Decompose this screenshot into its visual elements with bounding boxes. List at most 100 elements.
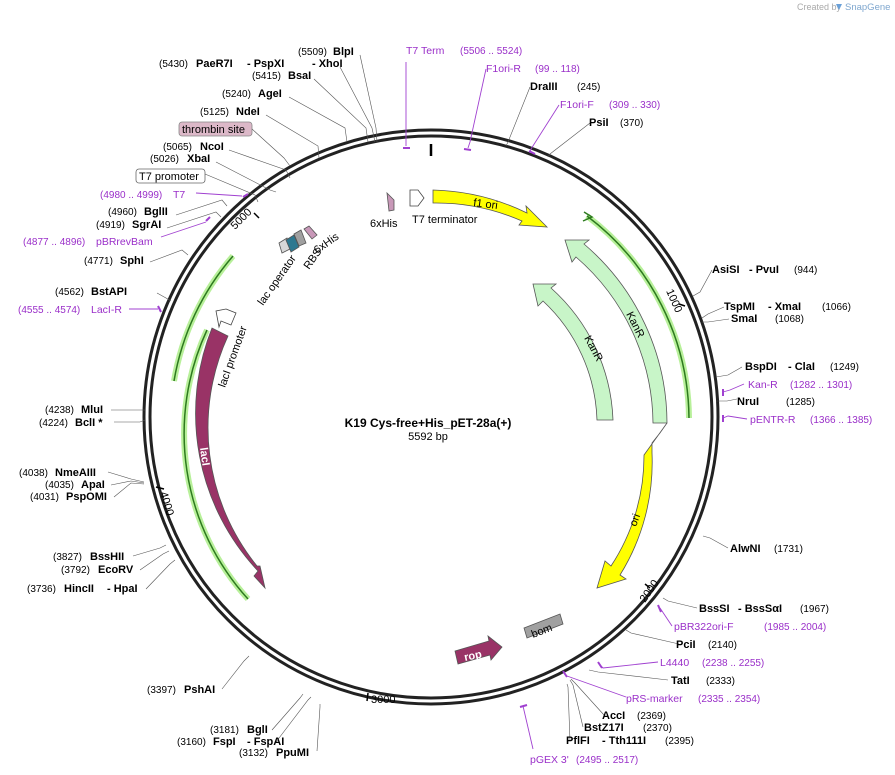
- bsai-pos: (5415): [252, 71, 281, 82]
- ndei-label[interactable]: NdeI: [236, 106, 260, 118]
- hincii-label[interactable]: HincII: [64, 583, 94, 595]
- ecorv-label[interactable]: EcoRV: [98, 564, 134, 576]
- blpi-label[interactable]: BlpI: [333, 46, 354, 58]
- bglii-label[interactable]: BglII: [144, 206, 168, 218]
- laci-feature[interactable]: [195, 327, 266, 590]
- f1ori-f-label[interactable]: F1ori-F: [560, 99, 594, 111]
- thrombin-label[interactable]: thrombin site: [182, 124, 245, 136]
- fspai-label[interactable]: - FspAI: [247, 736, 284, 748]
- laci-r-label[interactable]: LacI-R: [91, 304, 122, 316]
- bglii-pos: (4960): [108, 207, 137, 218]
- hincii-pos: (3736): [27, 584, 56, 595]
- pflfi-label[interactable]: PflFI: [566, 735, 590, 747]
- smai-pos: (1068): [775, 314, 804, 325]
- xbai-label[interactable]: XbaI: [187, 153, 210, 165]
- ori-feature[interactable]: [596, 422, 668, 589]
- plasmid-name: K19 Cys-free+His_pET-28a(+): [345, 416, 512, 430]
- bsssai-label[interactable]: - BssSαI: [738, 603, 782, 615]
- pcii-label[interactable]: PciI: [676, 639, 696, 651]
- agei-label[interactable]: AgeI: [258, 88, 282, 100]
- acci-label[interactable]: AccI: [602, 710, 625, 722]
- t7-promoter-label[interactable]: T7 promoter: [139, 171, 199, 183]
- backbone-outer: [142, 128, 720, 706]
- t7-pos: (4980 .. 4999): [100, 190, 162, 201]
- bcli-pos: (4224): [39, 418, 68, 429]
- his-tag-b[interactable]: [303, 225, 318, 240]
- ppumi-label[interactable]: PpuMI: [276, 747, 309, 759]
- bstapi-label[interactable]: BstAPI: [91, 286, 127, 298]
- his-tag-a[interactable]: [386, 191, 395, 212]
- bstapi-pos: (4562): [55, 287, 84, 298]
- t7term-pos: (5506 .. 5524): [460, 46, 522, 57]
- kan-r-pos: (1282 .. 1301): [790, 380, 852, 391]
- bsai-label[interactable]: BsaI: [288, 70, 311, 82]
- nmeaiii-label[interactable]: NmeAIII: [55, 467, 96, 479]
- tick-5000: [253, 212, 260, 219]
- xmai-label[interactable]: - XmaI: [768, 301, 801, 313]
- tati-label[interactable]: TatI: [671, 675, 690, 687]
- kanr-feature-1[interactable]: [564, 239, 668, 424]
- tth111i-label[interactable]: - Tth111I: [602, 735, 646, 747]
- f1ori-f-pos: (309 .. 330): [609, 100, 660, 111]
- pvui-label[interactable]: - PvuI: [749, 264, 779, 276]
- paer7i-pos: (5430): [159, 59, 188, 70]
- bspdi-label[interactable]: BspDI: [745, 361, 777, 373]
- bgli-label[interactable]: BglI: [247, 724, 268, 736]
- bom-feature[interactable]: [523, 613, 564, 639]
- xhoi-label[interactable]: - XhoI: [312, 58, 343, 70]
- pbr322-label[interactable]: pBR322ori-F: [674, 621, 734, 633]
- thrombin-leader: [251, 128, 291, 167]
- psii-pos: (370): [620, 118, 643, 129]
- smai-label[interactable]: SmaI: [731, 313, 757, 325]
- ndei-pos: (5125): [200, 107, 229, 118]
- fspi-label[interactable]: FspI: [213, 736, 236, 748]
- orf-left-inner: [181, 328, 251, 602]
- ncoi-label[interactable]: NcoI: [200, 141, 224, 153]
- clai-label[interactable]: - ClaI: [788, 361, 815, 373]
- bsshii-label[interactable]: BssHII: [90, 551, 124, 563]
- sgrai-label[interactable]: SgrAI: [132, 219, 161, 231]
- nrui-label[interactable]: NruI: [737, 396, 759, 408]
- bstz17i-label[interactable]: BstZ17I: [584, 722, 624, 734]
- lac-operator-mark[interactable]: [285, 234, 300, 253]
- pbrrev-label[interactable]: pBRrevBam: [96, 236, 153, 248]
- t7-terminator-arrow[interactable]: [409, 189, 425, 207]
- rop-feature[interactable]: [454, 635, 503, 665]
- prs-label[interactable]: pRS-marker: [626, 693, 683, 705]
- ncoi-pos: (5065): [163, 142, 192, 153]
- bstz17i-pos: (2370): [643, 723, 672, 734]
- f1-ori-feature[interactable]: [432, 189, 549, 228]
- t7-primer-label[interactable]: T7: [173, 189, 185, 201]
- bsssi-label[interactable]: BssSI: [699, 603, 730, 615]
- mlui-pos: (4238): [45, 405, 74, 416]
- draiii-label[interactable]: DraIII: [530, 81, 558, 93]
- pentr-label[interactable]: pENTR-R: [750, 414, 796, 426]
- paer7i-label[interactable]: PaeR7I: [196, 58, 233, 70]
- tspmi-label[interactable]: TspMI: [724, 301, 755, 313]
- pgex-label[interactable]: pGEX 3': [530, 754, 569, 766]
- f1ori-r-label[interactable]: F1ori-R: [486, 63, 521, 75]
- pshai-label[interactable]: PshAI: [184, 684, 215, 696]
- alwni-label[interactable]: AlwNI: [730, 543, 761, 555]
- kan-r-label[interactable]: Kan-R: [748, 379, 778, 391]
- pspomi-label[interactable]: PspOMI: [66, 491, 107, 503]
- ori-label: ori: [628, 512, 643, 528]
- laci-promoter-arrow[interactable]: [215, 308, 237, 329]
- rbs-mark[interactable]: [293, 229, 307, 247]
- tick-label-3000: 3000: [371, 694, 395, 706]
- sphi-label[interactable]: SphI: [120, 255, 144, 267]
- asisi-label[interactable]: AsiSI: [712, 264, 740, 276]
- t7term-label[interactable]: T7 Term: [406, 45, 445, 57]
- psii-label[interactable]: PsiI: [589, 117, 609, 129]
- brand-text: SnapGene: [845, 2, 890, 13]
- apai-label[interactable]: ApaI: [81, 479, 105, 491]
- kanr-feature-2[interactable]: [532, 283, 614, 421]
- l4440-label[interactable]: L4440: [660, 657, 689, 669]
- ppumi-pos: (3132): [239, 748, 268, 759]
- xbai-pos: (5026): [150, 154, 179, 165]
- pspxi-label[interactable]: - PspXI: [247, 58, 284, 70]
- bcli-label[interactable]: BclI *: [75, 417, 103, 429]
- hpai-label[interactable]: - HpaI: [107, 583, 138, 595]
- mlui-label[interactable]: MluI: [81, 404, 103, 416]
